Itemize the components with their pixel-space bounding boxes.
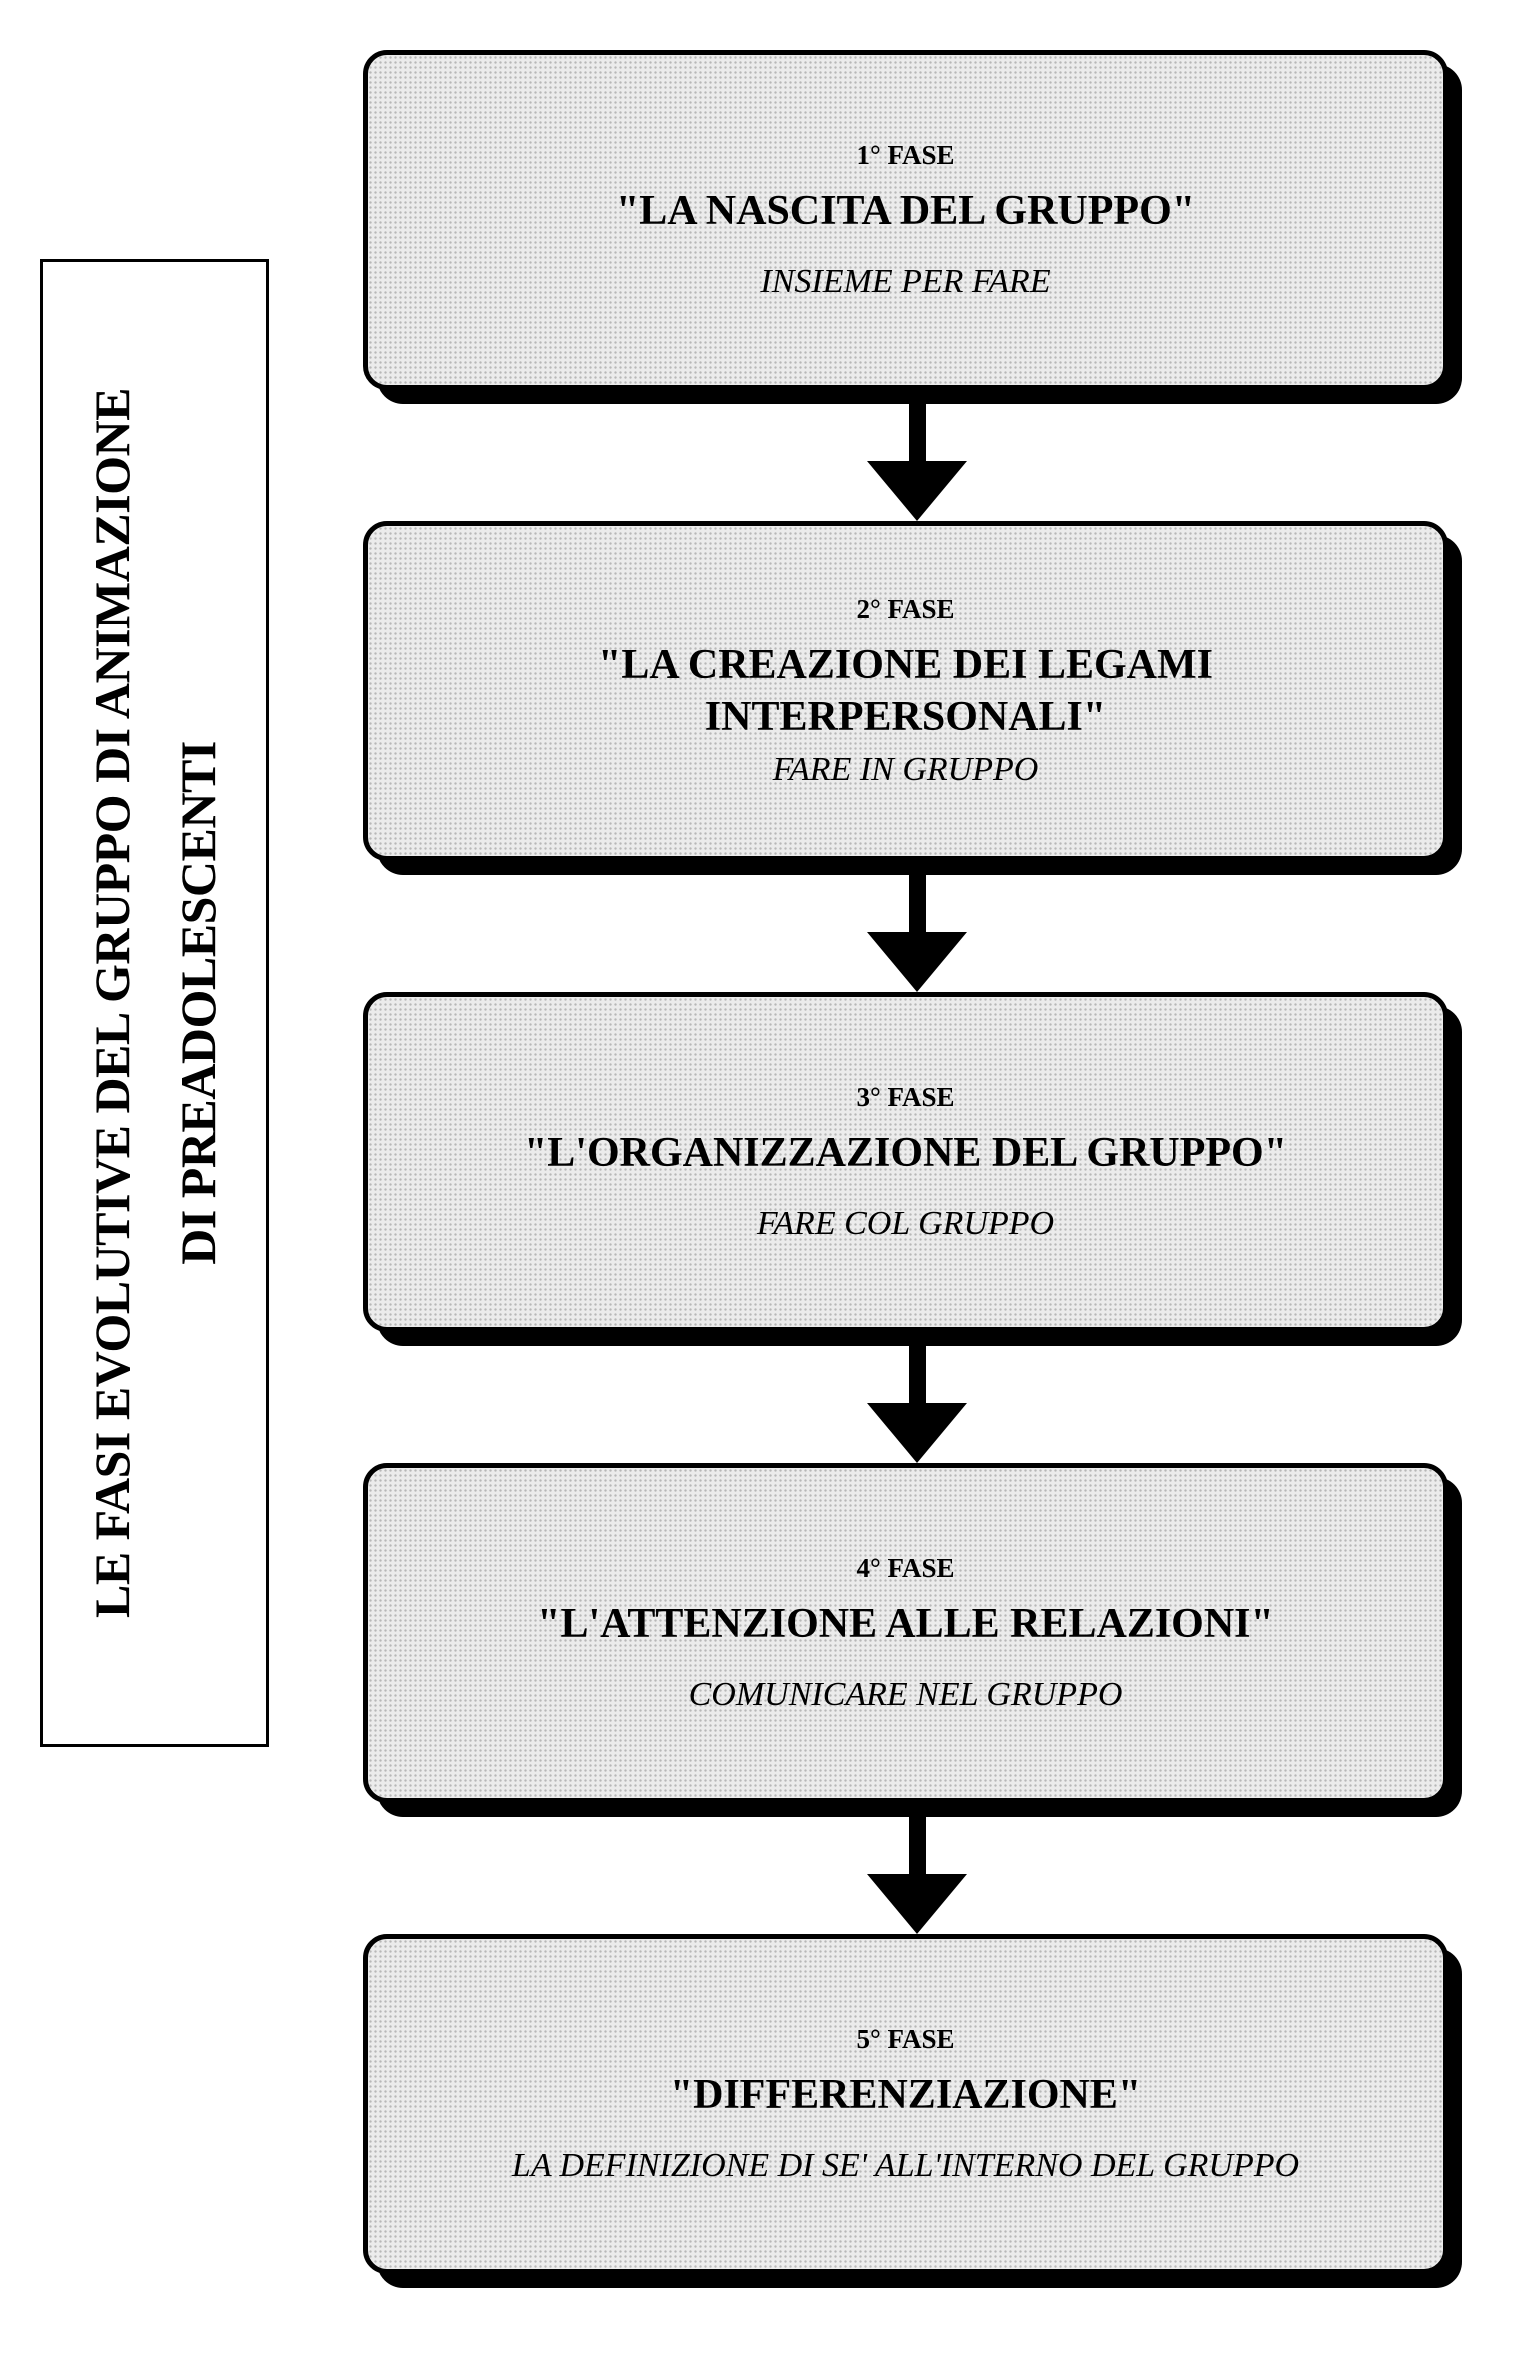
phase-4-label: 4° FASE xyxy=(856,1552,955,1583)
phase-3-label: 3° FASE xyxy=(856,1081,955,1112)
phase-3-subtitle: FARE COL GRUPPO xyxy=(756,1204,1055,1242)
phase-3-node: 3° FASE "L'ORGANIZZAZIONE DEL GRUPPO" FA… xyxy=(363,992,1462,1346)
phase-2-title-line-1: "LA CREAZIONE DEI LEGAMI xyxy=(598,641,1213,688)
phase-5-title: "DIFFERENZIAZIONE" xyxy=(669,2071,1142,2118)
arrow-1-stem xyxy=(909,403,926,467)
phase-5-label: 5° FASE xyxy=(856,2023,955,2054)
phase-3-box: 3° FASE "L'ORGANIZZAZIONE DEL GRUPPO" FA… xyxy=(363,992,1448,1332)
arrow-1-to-2 xyxy=(867,403,967,521)
phase-1-subtitle: INSIEME PER FARE xyxy=(760,262,1051,300)
phase-2-title-line-2: INTERPERSONALI" xyxy=(704,693,1107,740)
phase-4-subtitle: COMUNICARE NEL GRUPPO xyxy=(688,1675,1123,1713)
phase-5-node: 5° FASE "DIFFERENZIAZIONE" LA DEFINIZION… xyxy=(363,1934,1462,2288)
phase-4-title: "L'ATTENZIONE ALLE RELAZIONI" xyxy=(537,1600,1274,1647)
arrow-down-icon xyxy=(867,461,967,521)
arrow-2-stem xyxy=(909,874,926,938)
phase-4-node: 4° FASE "L'ATTENZIONE ALLE RELAZIONI" CO… xyxy=(363,1463,1462,1817)
phase-5-subtitle: LA DEFINIZIONE DI SE' ALL'INTERNO DEL GR… xyxy=(511,2146,1300,2184)
phase-5-box: 5° FASE "DIFFERENZIAZIONE" LA DEFINIZION… xyxy=(363,1934,1448,2274)
side-title-line-1: LE FASI EVOLUTIVE DEL GRUPPO DI ANIMAZIO… xyxy=(83,387,140,1619)
arrow-2-to-3 xyxy=(867,874,967,992)
arrow-3-stem xyxy=(909,1345,926,1409)
phase-2-label: 2° FASE xyxy=(856,593,955,624)
phase-2-node: 2° FASE "LA CREAZIONE DEI LEGAMI INTERPE… xyxy=(363,521,1462,875)
side-title-panel: LE FASI EVOLUTIVE DEL GRUPPO DI ANIMAZIO… xyxy=(40,259,269,1747)
arrow-4-to-5 xyxy=(867,1816,967,1934)
phase-2-box: 2° FASE "LA CREAZIONE DEI LEGAMI INTERPE… xyxy=(363,521,1448,861)
phase-4-box: 4° FASE "L'ATTENZIONE ALLE RELAZIONI" CO… xyxy=(363,1463,1448,1803)
arrow-3-to-4 xyxy=(867,1345,967,1463)
side-title-line-2: DI PREADOLESCENTI xyxy=(169,741,226,1265)
phase-1-box: 1° FASE "LA NASCITA DEL GRUPPO" INSIEME … xyxy=(363,50,1448,390)
arrow-down-icon xyxy=(867,1874,967,1934)
arrow-4-stem xyxy=(909,1816,926,1880)
arrow-down-icon xyxy=(867,1403,967,1463)
arrow-down-icon xyxy=(867,932,967,992)
phase-1-node: 1° FASE "LA NASCITA DEL GRUPPO" INSIEME … xyxy=(363,50,1462,404)
phase-1-title: "LA NASCITA DEL GRUPPO" xyxy=(615,187,1196,234)
phase-1-label: 1° FASE xyxy=(856,139,955,170)
phase-3-title: "L'ORGANIZZAZIONE DEL GRUPPO" xyxy=(523,1129,1288,1176)
side-title-text: LE FASI EVOLUTIVE DEL GRUPPO DI ANIMAZIO… xyxy=(69,263,241,1743)
phase-2-subtitle: FARE IN GRUPPO xyxy=(772,750,1039,788)
phase-2-title: "LA CREAZIONE DEI LEGAMI INTERPERSONALI" xyxy=(598,639,1213,743)
